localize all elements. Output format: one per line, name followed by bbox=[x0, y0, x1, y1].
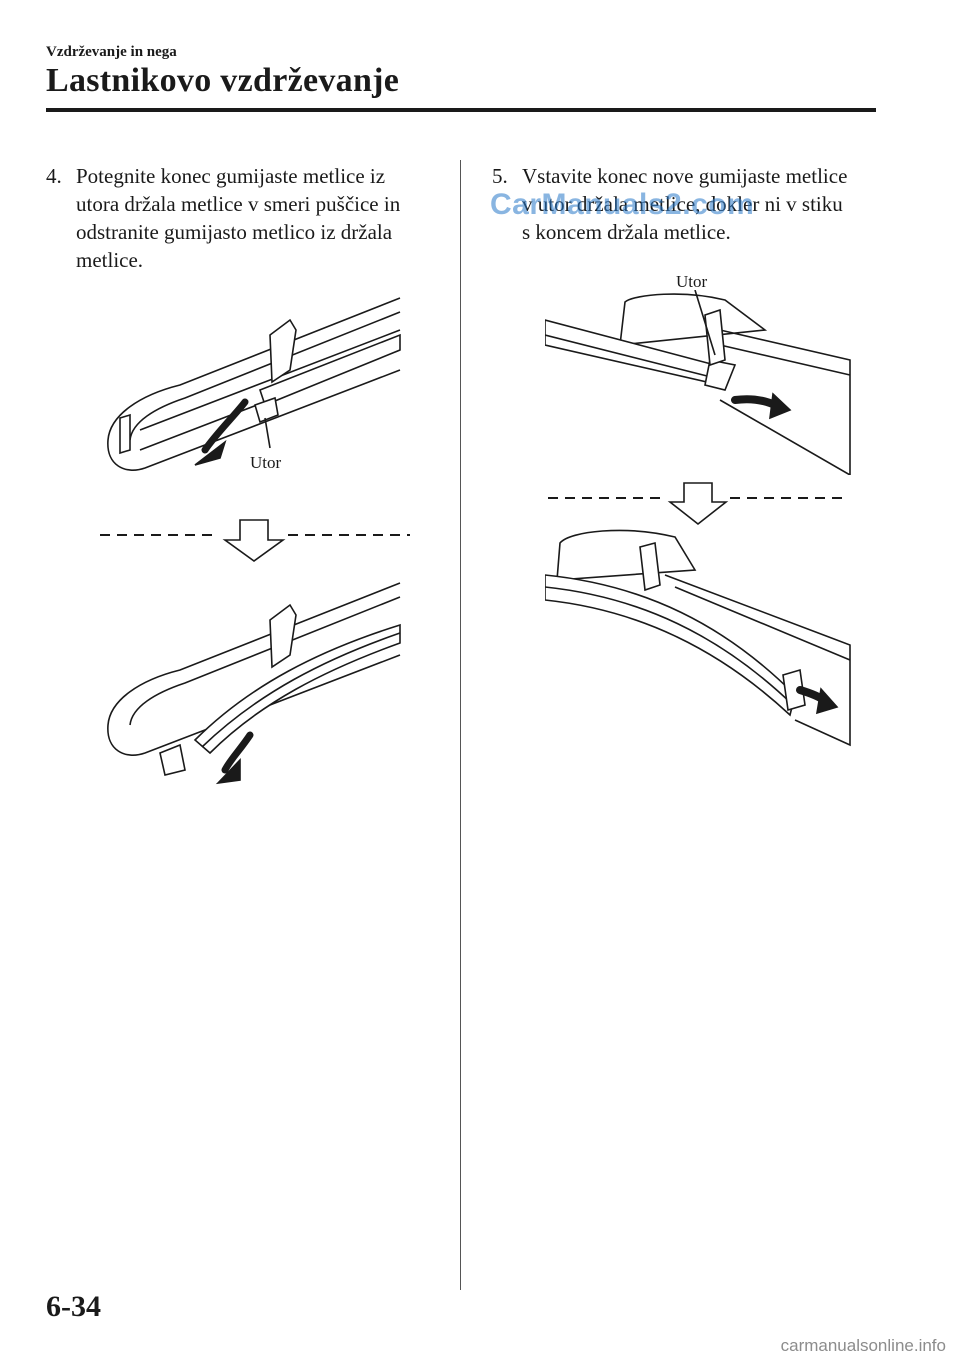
step-5-figure-top bbox=[545, 290, 851, 475]
step-5-number: 5. bbox=[492, 164, 508, 188]
step-5-text: Vstavite konec nove gumijaste metlice v … bbox=[522, 164, 848, 244]
step-5: 5. Vstavite konec nove gumijaste metlice… bbox=[492, 162, 892, 246]
column-divider bbox=[460, 160, 461, 1290]
step-5-figure-bottom bbox=[545, 529, 851, 747]
step-4-slot-label: Utor bbox=[250, 453, 282, 472]
step-4-text: Potegnite konec gumijaste metlice iz uto… bbox=[76, 164, 401, 272]
step-4: 4. Potegnite konec gumijaste metlice iz … bbox=[46, 162, 446, 274]
step-4-separator-arrow bbox=[100, 519, 410, 562]
step-4-figure-bottom bbox=[107, 582, 401, 785]
section-heading: Vzdrževanje in nega bbox=[46, 44, 177, 60]
step-4-number: 4. bbox=[46, 164, 62, 188]
step-4-figure-top bbox=[107, 297, 401, 471]
footer-site: carmanualsonline.info bbox=[780, 1336, 946, 1355]
page-number: 6-34 bbox=[46, 1290, 101, 1323]
step-5-separator-arrow bbox=[548, 482, 848, 526]
title-rule bbox=[46, 108, 876, 112]
step-5-slot-label: Utor bbox=[676, 272, 708, 291]
page-title: Lastnikovo vzdrževanje bbox=[46, 62, 400, 99]
watermark: CarManuals2.com bbox=[490, 188, 755, 221]
